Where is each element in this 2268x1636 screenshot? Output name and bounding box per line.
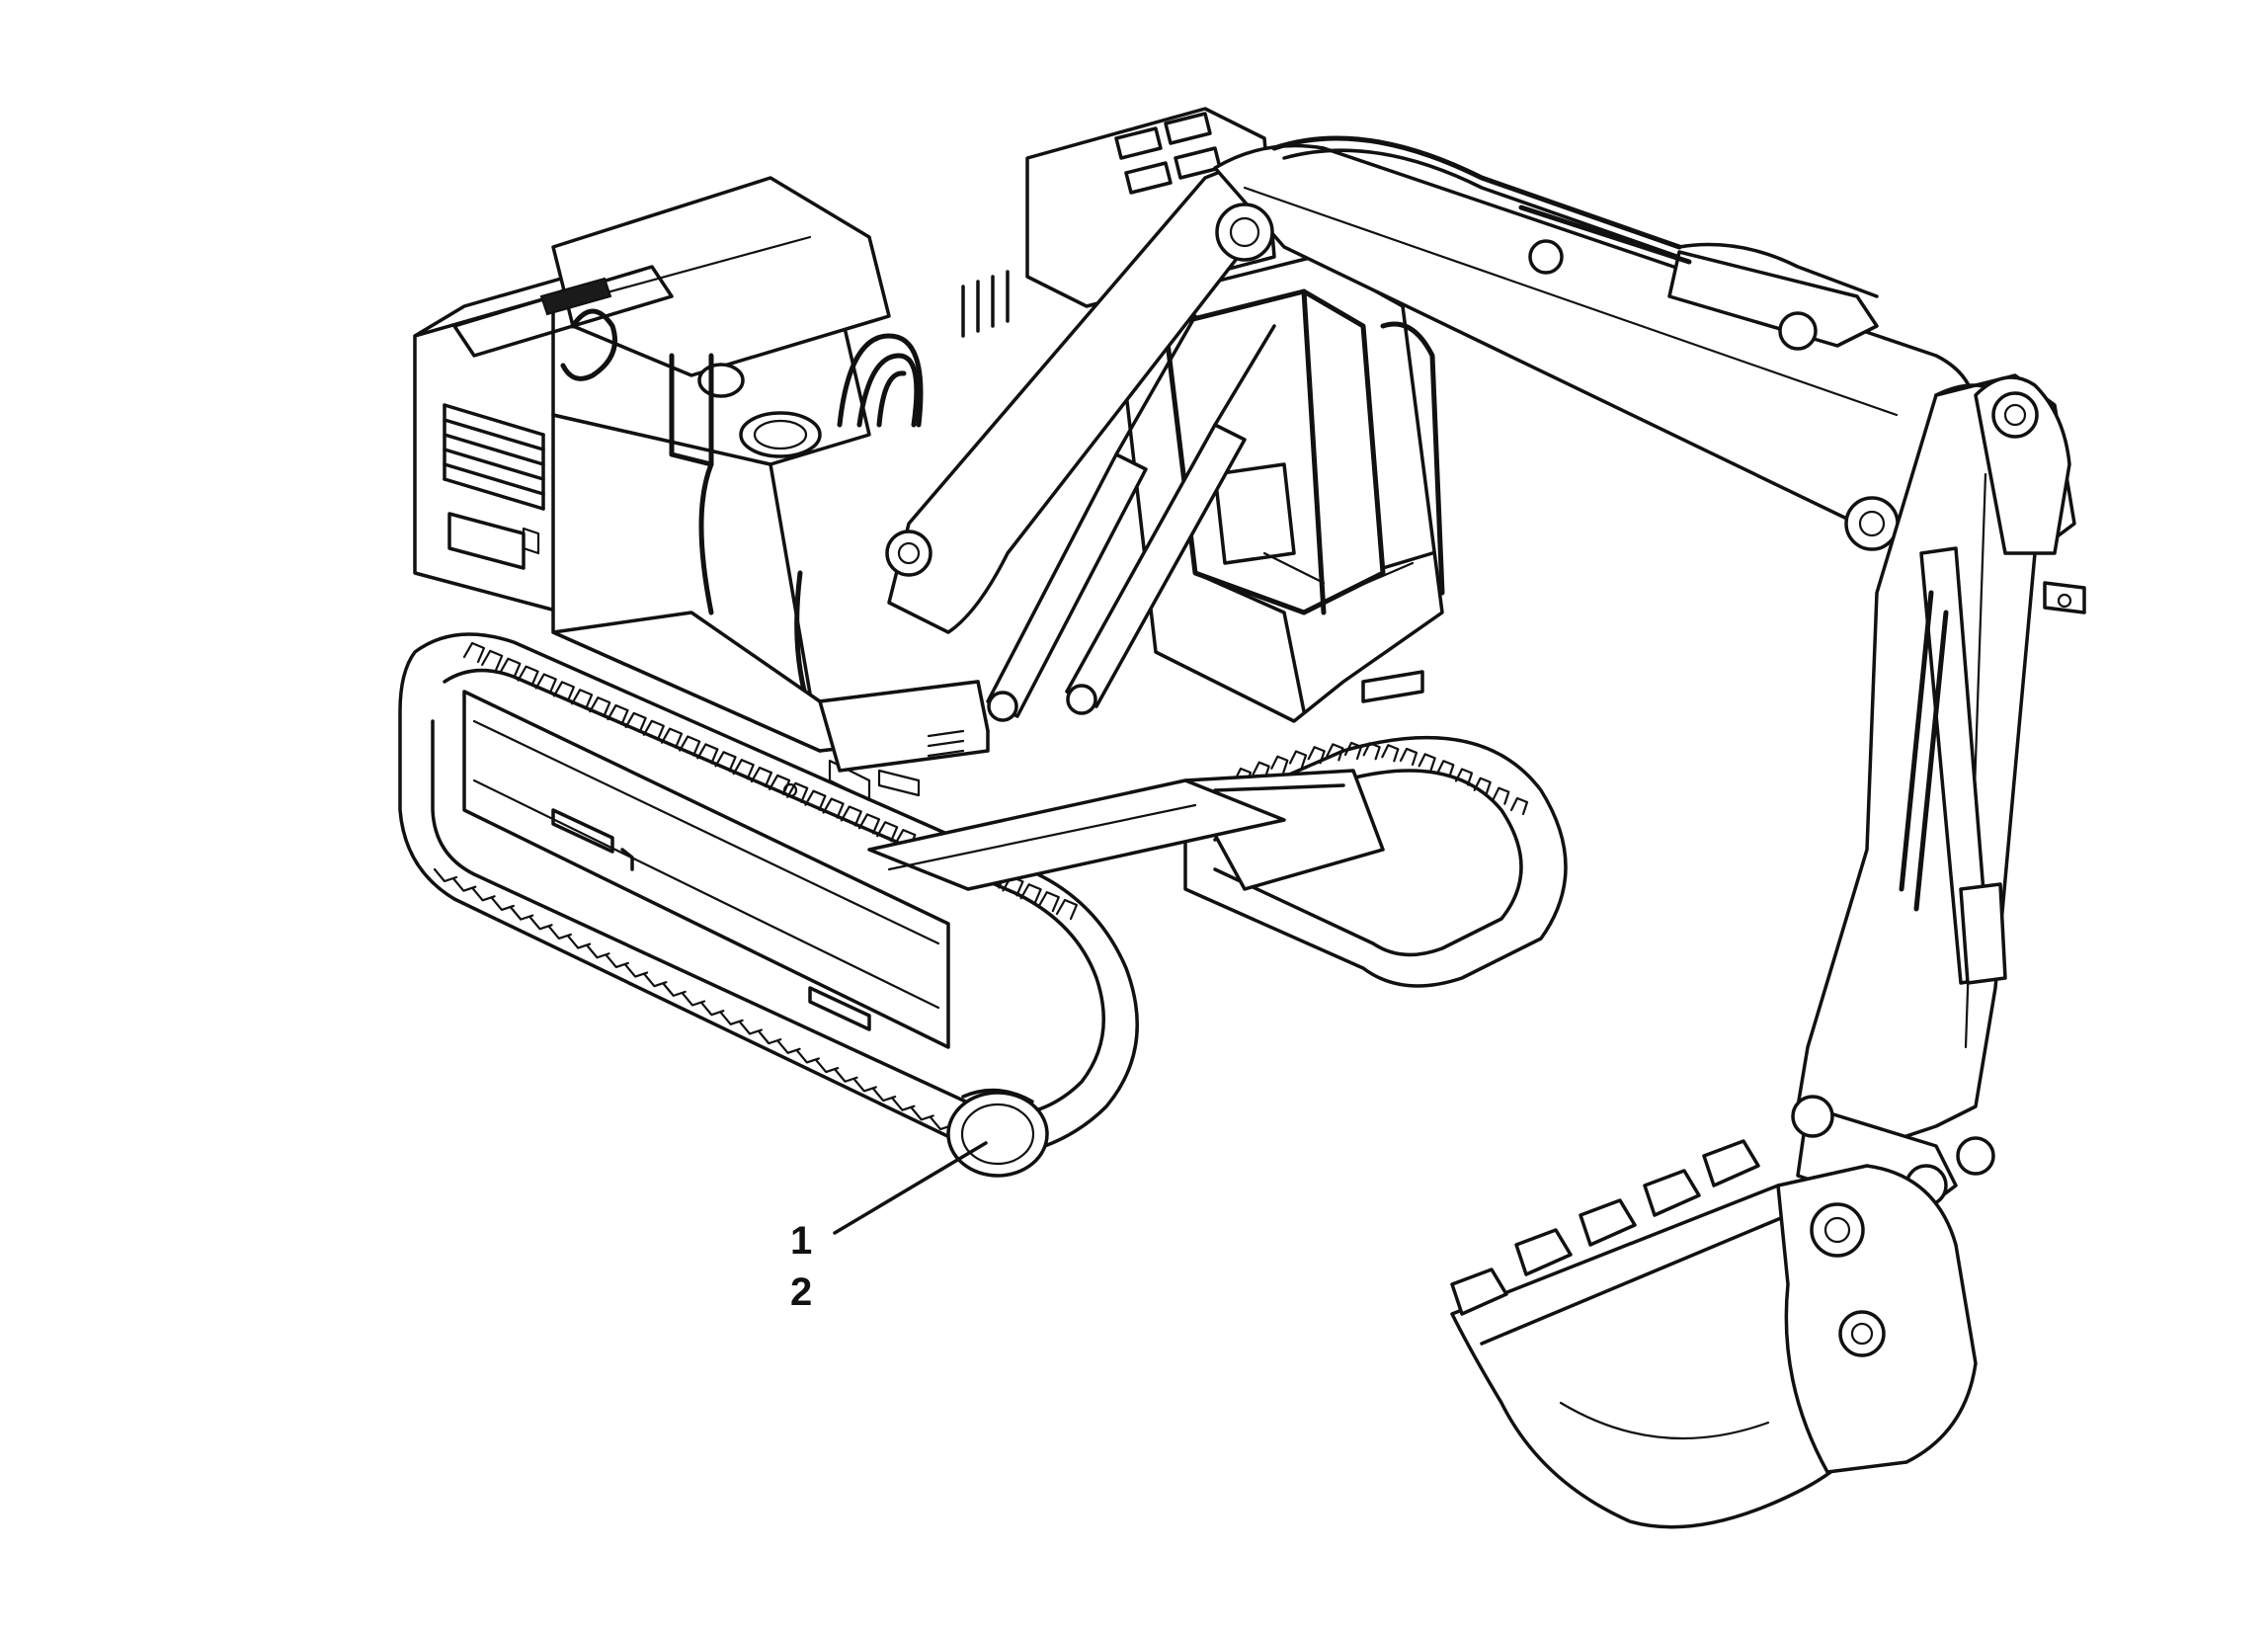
track-shoe [499,657,522,679]
boom [885,135,1978,634]
callout-label-2: 2 [790,1270,813,1314]
track-link [510,906,534,921]
hydraulic-hoses [837,333,924,428]
bucket-tooth [1643,1169,1701,1217]
track-shoe [822,797,845,819]
bucket-tooth [1514,1228,1573,1276]
track-shoe [589,696,611,718]
track-link [681,992,706,1007]
track-link [776,1039,801,1054]
track-link [719,1011,744,1025]
track-shoe [1381,744,1400,763]
track-shoe [786,781,809,803]
track-shoe [1509,796,1529,816]
track-link [834,1068,858,1083]
track-shoe [714,751,737,773]
track-shoe [750,766,773,788]
stick-arm [1796,373,2086,1148]
callout-label-1: 1 [790,1219,813,1263]
track-link [624,963,649,978]
track-shoe [1473,777,1492,795]
front-track [398,632,1139,1178]
deck-vent [927,729,965,758]
track-shoe [1436,760,1455,778]
track-shoe [679,735,701,757]
track-link [910,1106,934,1121]
track-link [586,944,610,959]
bucket-tooth [1579,1198,1637,1247]
track-link [738,1021,764,1035]
bucket-tooth [1450,1268,1508,1316]
track-shoe [552,681,576,702]
uppercarriage: LIEBHERR [413,107,1276,802]
track-shoe [804,789,827,811]
track-shoe [1326,743,1344,762]
callout-leader [833,1141,988,1235]
track-link [605,953,629,968]
track-shoe [462,641,486,664]
track-link [643,973,668,988]
track-shoe [1055,898,1079,921]
track-shoe [840,805,862,827]
track-shoe [607,703,629,726]
track-shoe [517,665,539,687]
track-link [795,1049,820,1064]
track-shoe [1418,753,1436,772]
track-shoe [1252,761,1270,779]
bucket [1450,1139,1978,1529]
track-shoe [696,743,719,765]
rear-track [1183,735,1568,988]
track-link [852,1078,877,1093]
track-shoe [1454,768,1474,786]
track-shoe [1343,741,1363,761]
stick-cylinder [1518,204,1879,351]
track-link [452,877,477,892]
track-shoe [1492,786,1510,805]
carbody [867,778,1286,891]
bucket-tooth [1702,1139,1760,1187]
track-link [567,935,592,949]
track-link [547,925,572,941]
track-link [433,867,458,883]
track-shoe [570,689,594,710]
track-link [700,1002,725,1017]
track-link [758,1030,782,1045]
counterweight-vents [443,403,545,511]
track-shoe [1399,747,1418,767]
track-shoe [1288,750,1308,769]
idler-hub [946,1088,1049,1178]
track-link [891,1097,916,1111]
track-shoe [1037,891,1060,913]
track-shoe [1019,883,1042,905]
track-link [471,887,496,902]
track-link [662,982,687,997]
track-link [872,1087,897,1103]
track-shoe [660,727,684,749]
track-shoe [1270,755,1289,774]
track-shoe [624,711,647,734]
track-link [815,1059,840,1074]
track-shoe [732,759,755,780]
track-link [528,916,553,931]
track-shoe [857,813,881,835]
side-grille [961,270,1010,338]
track-shoe [1307,746,1326,765]
track-shoe [481,649,504,671]
track-shoe [1362,742,1381,761]
track-shoe [876,821,899,843]
boom-cylinders [986,314,1276,722]
track-link [490,896,516,912]
track-shoe [642,719,665,741]
track-shoe [534,673,557,695]
